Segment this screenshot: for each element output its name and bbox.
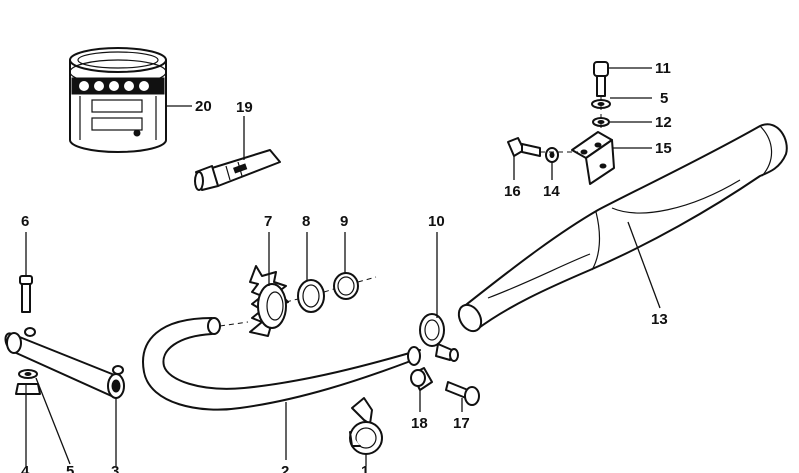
callout-10: 10 <box>428 213 445 230</box>
part-gasket-9 <box>333 272 359 300</box>
part-nut-4 <box>15 383 41 395</box>
callout-6: 6 <box>21 213 29 230</box>
callout-16: 16 <box>504 183 521 200</box>
part-grease-tin <box>69 47 167 153</box>
part-clamp-10 <box>419 313 459 362</box>
callout-14: 14 <box>543 183 560 200</box>
callout-1: 1 <box>361 463 369 473</box>
part-ring-8 <box>297 279 325 313</box>
callout-8: 8 <box>302 213 310 230</box>
part-paste-tube <box>194 149 281 191</box>
callout-18: 18 <box>411 415 428 432</box>
part-finned-nut <box>249 265 289 337</box>
callout-19: 19 <box>236 99 253 116</box>
callout-2: 2 <box>281 463 289 473</box>
part-bolt-11 <box>593 61 609 97</box>
part-nut-14 <box>545 147 559 163</box>
leader-lines <box>25 67 661 466</box>
callout-4: 4 <box>21 463 30 473</box>
callout-15: 15 <box>655 140 672 157</box>
callout-13: 13 <box>651 311 668 328</box>
part-screw-17 <box>445 381 480 406</box>
part-bracket-15 <box>571 131 615 185</box>
part-silencer <box>457 123 788 333</box>
callout-3: 3 <box>111 463 119 473</box>
callout-5-upper: 5 <box>660 90 668 107</box>
callout-11: 11 <box>655 60 671 77</box>
part-stud-6 <box>19 275 33 313</box>
part-hanger <box>349 397 383 455</box>
callout-7: 7 <box>264 213 272 230</box>
callout-17: 17 <box>453 415 470 432</box>
part-bolt-16 <box>507 137 541 157</box>
callout-5-lower: 5 <box>66 463 74 473</box>
callout-20: 20 <box>195 98 212 115</box>
part-exhaust-pipe <box>142 317 421 411</box>
part-washer-5-lower <box>18 369 38 379</box>
callout-labels: 20 19 11 5 12 15 14 16 13 10 7 8 9 6 18 … <box>21 60 672 473</box>
part-sleeve-18 <box>410 367 433 391</box>
callout-9: 9 <box>340 213 348 230</box>
callout-12: 12 <box>655 114 672 131</box>
